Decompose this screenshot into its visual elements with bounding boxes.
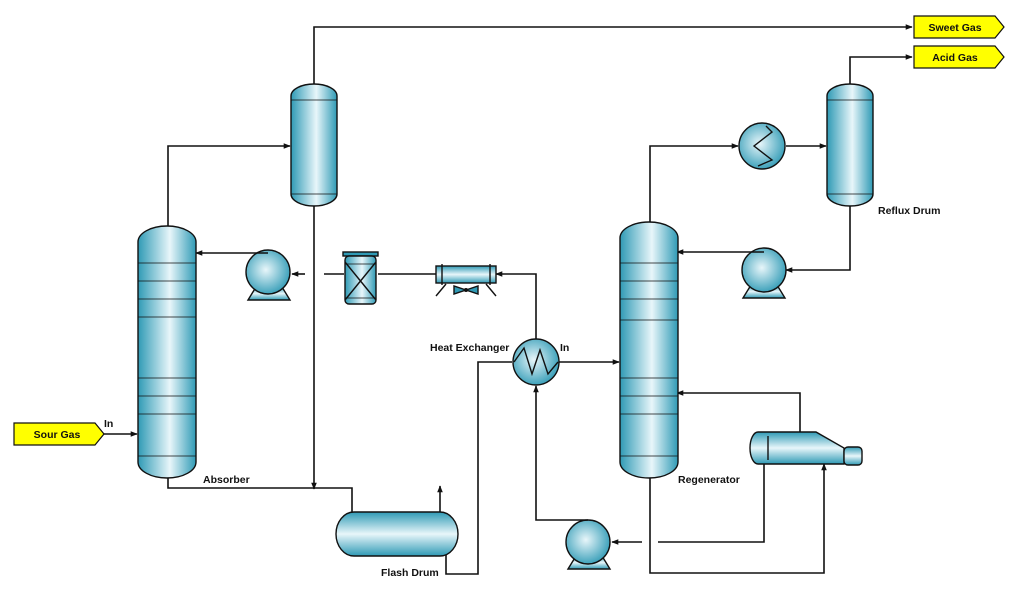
regenerator-column [619,221,679,479]
absorber-overhead-line [167,143,291,228]
regenerator-bottoms-line [649,463,827,574]
amine-filter [342,251,379,305]
flash-drum-label: Flash Drum [381,567,439,579]
reflux-pump [741,247,787,299]
sour-gas-label: Sour Gas [34,429,81,441]
condenser [738,122,786,170]
reflux-drum-to-pump-line [785,206,851,273]
regenerator-label: Regenerator [678,474,740,486]
reflux-drum [826,83,874,207]
air-cooler [435,264,497,297]
acid-gas-line [849,54,913,88]
lean-amine-pump [245,249,292,301]
reboiler-to-pump-line-a [658,464,765,543]
acid-gas-label: Acid Gas [932,52,978,64]
heat-exchanger [512,338,560,386]
regenerator-overhead-line [649,143,739,224]
reboiler [749,431,863,466]
sweet-gas-label: Sweet Gas [928,22,981,34]
exchanger-in-label: In [560,342,569,354]
heat-exchanger-label: Heat Exchanger [430,342,509,354]
flash-to-exchanger-line [445,361,512,575]
sweet-gas-line [313,24,913,88]
rich-amine-line [167,476,353,512]
acid-gas-tag: Acid Gas [913,45,1005,69]
absorber-in-label: In [104,418,113,430]
absorber-column [137,225,197,479]
piping [104,24,913,575]
exchanger-to-cooler-line [495,271,537,340]
lean-pump-to-exchanger-line [533,385,566,521]
scrubber-vessel [290,83,338,207]
flash-drum [335,511,459,557]
reflux-drum-label: Reflux Drum [878,205,940,217]
sweet-gas-tag: Sweet Gas [913,15,1005,39]
sour-gas-tag: Sour Gas [13,422,105,446]
absorber-label: Absorber [203,474,250,486]
reboiler-vapor-line [676,390,801,432]
lean-pump-bottom [565,519,612,570]
